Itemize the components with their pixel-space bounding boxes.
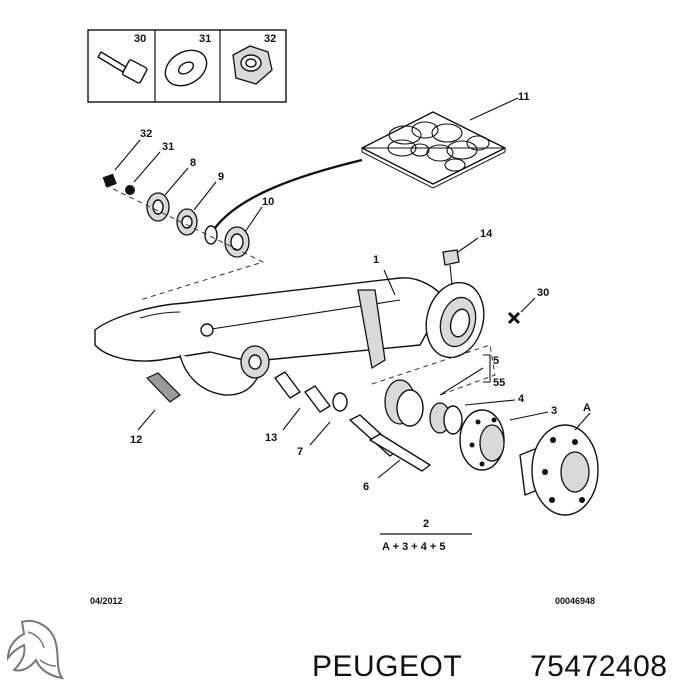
washer-icon [164, 49, 208, 87]
callout-12: 12 [130, 434, 142, 446]
callout-3: 3 [551, 405, 557, 417]
callout-31-box: 31 [199, 33, 211, 45]
callout-8: 8 [190, 157, 196, 169]
callout-14: 14 [480, 228, 493, 240]
assembly-formula: 2 A + 3 + 4 + 5 [380, 518, 472, 553]
diagram-reference: 00046948 [555, 596, 595, 606]
brand-name: PEUGEOT [312, 650, 462, 683]
bearing-stack [102, 139, 265, 301]
callout-5: 5 [493, 355, 499, 367]
part-number: 75472408 [530, 650, 667, 683]
callout-2: 2 [423, 518, 429, 530]
callout-9: 9 [218, 171, 224, 183]
fastener-legend-box: 30 31 32 [87, 29, 287, 103]
small-parts [137, 371, 431, 479]
bolt-14-part [442, 237, 479, 286]
callout-55: 55 [493, 377, 505, 389]
cross-30-part [507, 297, 536, 325]
callout-13: 13 [265, 432, 277, 444]
washer-31-part [125, 185, 135, 195]
callout-32: 32 [140, 128, 152, 140]
bolt-icon [97, 51, 148, 84]
callout-31: 31 [162, 141, 174, 153]
callout-a: A [583, 402, 591, 414]
hub-assembly [371, 344, 599, 516]
seal-kit-11 [214, 97, 519, 229]
callout-11: 11 [518, 91, 530, 103]
callout-6: 6 [363, 481, 369, 493]
callout-32-box: 32 [264, 33, 276, 45]
diagram-date: 04/2012 [90, 596, 123, 606]
trailing-arm-1 [94, 269, 485, 396]
peugeot-lion-icon [6, 620, 65, 680]
callout-30-box: 30 [134, 33, 146, 45]
assembly-formula-text: A + 3 + 4 + 5 [382, 541, 446, 553]
nut-32-part [102, 173, 117, 188]
callout-1: 1 [373, 254, 379, 266]
callout-4: 4 [518, 393, 525, 405]
nut-icon [232, 45, 273, 85]
callout-7: 7 [297, 446, 303, 458]
callout-30: 30 [537, 287, 549, 299]
callout-10: 10 [262, 196, 274, 208]
